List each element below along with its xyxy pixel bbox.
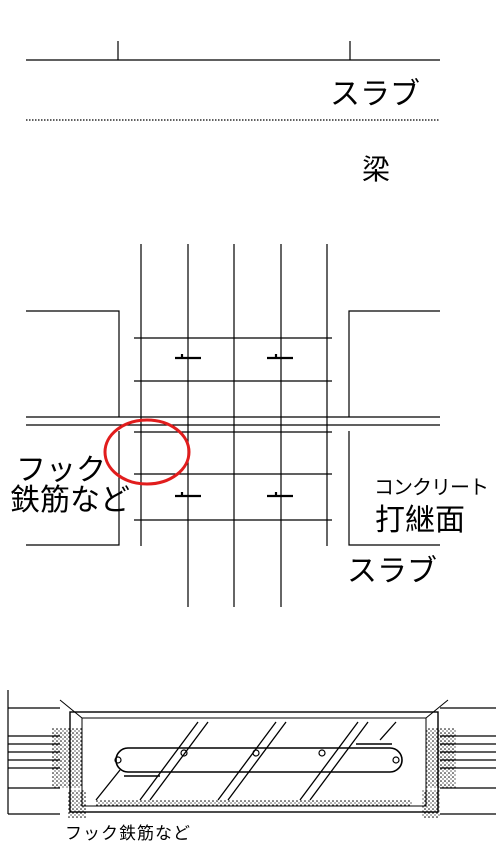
diagonal-hatch <box>95 721 397 801</box>
beam-joint-plan <box>26 244 440 607</box>
beam-outline <box>69 711 439 813</box>
slab-label-top: スラブ <box>330 77 420 112</box>
beam-inner-outline <box>81 717 427 807</box>
right-slab-lower <box>348 431 440 546</box>
slab-section <box>26 41 440 121</box>
left-slab-upper <box>26 310 120 417</box>
bar-dots <box>114 749 400 764</box>
concrete-stipple <box>52 728 456 818</box>
beam-section-detail <box>7 690 496 818</box>
right-slab-upper <box>348 310 440 417</box>
hook-highlight-ellipse <box>103 418 191 486</box>
hook-label-line2: 鉄筋など <box>10 483 130 518</box>
beam-label: 梁 <box>362 153 391 186</box>
left-slab-lines <box>7 690 60 815</box>
slab-label-bottom: スラブ <box>347 554 437 589</box>
section-caption: フック鉄筋など <box>65 824 191 844</box>
rebar-loop <box>115 747 403 773</box>
hook-label-line1: フック <box>16 453 106 488</box>
joint-surface-label: 打継面 <box>375 503 465 538</box>
concrete-label: コンクリート <box>374 475 489 499</box>
left-slab-lower <box>26 431 120 546</box>
tie-marks <box>175 354 293 498</box>
